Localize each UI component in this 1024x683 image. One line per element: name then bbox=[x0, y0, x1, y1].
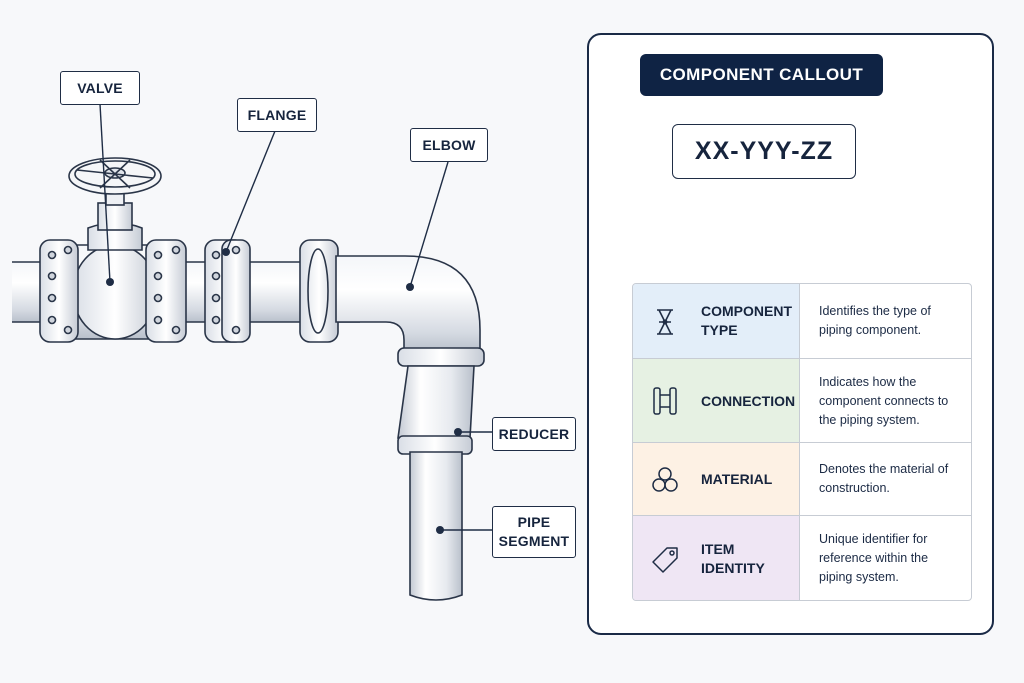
callout-table: COMPONENT TYPE Identifies the type of pipi… bbox=[632, 283, 972, 601]
flange-label: FLANGE bbox=[237, 98, 317, 132]
row-material: MATERIAL Denotes the material of construc… bbox=[633, 443, 971, 516]
valve bbox=[59, 157, 171, 340]
flange-right-valve bbox=[145, 239, 187, 343]
pipe-bundle-icon bbox=[652, 467, 678, 492]
row-label-line1: CONNECTION bbox=[701, 393, 796, 409]
reducer-label: REDUCER bbox=[492, 417, 576, 451]
elbow-collar bbox=[397, 347, 485, 367]
row-desc-line2: construction. bbox=[819, 481, 890, 495]
reducer bbox=[397, 365, 475, 455]
row-label-line1: COMPONENT bbox=[701, 303, 792, 319]
row-label-line2: TYPE bbox=[701, 322, 738, 338]
hourglass-valve-icon bbox=[657, 309, 673, 335]
row-desc-line1: Indicates how the bbox=[819, 375, 917, 389]
flange-pair bbox=[204, 239, 251, 343]
tag-icon bbox=[652, 547, 678, 573]
pipe-segment bbox=[409, 451, 463, 601]
flange-connection-icon bbox=[653, 387, 677, 415]
row-connection: CONNECTION Indicates how the component co… bbox=[633, 359, 971, 443]
leader-lines bbox=[99, 103, 492, 531]
row-component-type: COMPONENT TYPE Identifies the type of pipi… bbox=[633, 284, 971, 359]
flange-left-valve bbox=[39, 239, 79, 343]
elbow-label: ELBOW bbox=[410, 128, 488, 162]
row-label-line1: ITEM bbox=[701, 541, 735, 557]
elbow bbox=[335, 255, 481, 353]
row-desc-line1: Denotes the material of bbox=[819, 462, 949, 476]
row-desc-line2: reference within the bbox=[819, 551, 929, 565]
callout-title: COMPONENT CALLOUT bbox=[640, 54, 883, 96]
row-desc-line3: the piping system. bbox=[819, 413, 920, 427]
row-label-line1: MATERIAL bbox=[701, 471, 773, 487]
row-desc-line1: Unique identifier for bbox=[819, 532, 928, 546]
row-item-identity: ITEM IDENTITY Unique identifier for refere… bbox=[633, 516, 971, 600]
row-label-line2: IDENTITY bbox=[701, 560, 765, 576]
flange-elbow-inlet bbox=[299, 239, 339, 343]
callout-code: XX-YYY-ZZ bbox=[672, 124, 856, 179]
row-desc-line2: piping component. bbox=[819, 323, 922, 337]
row-desc-line3: piping system. bbox=[819, 570, 899, 584]
row-desc-line2: component connects to bbox=[819, 394, 949, 408]
row-desc-line1: Identifies the type of bbox=[819, 304, 931, 318]
valve-label: VALVE bbox=[60, 71, 140, 105]
